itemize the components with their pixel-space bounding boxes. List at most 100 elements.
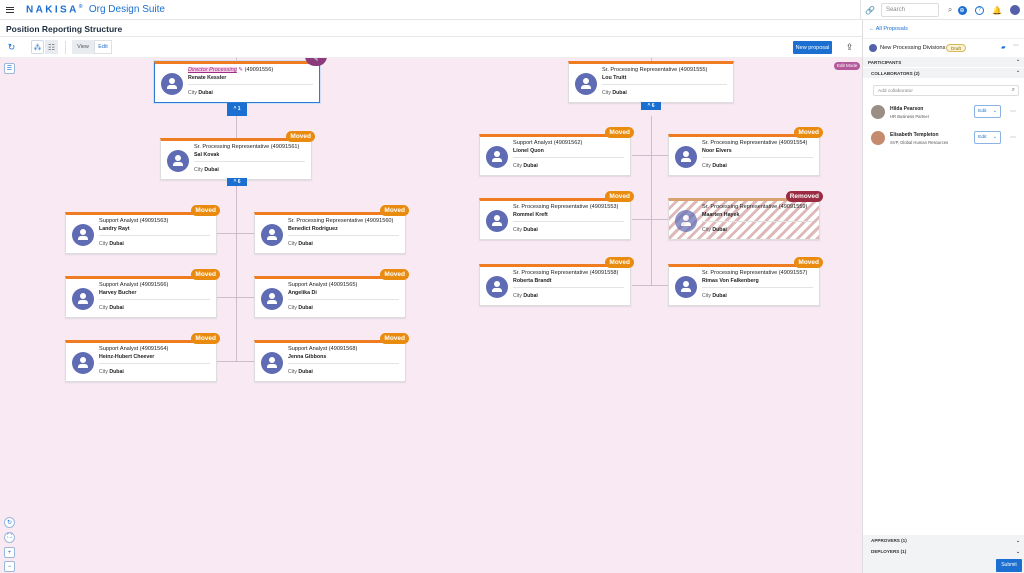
chevron-down-icon: ⌄: [992, 109, 997, 114]
toolbar: ↻ ⁂ ☷ View Edit New proposal ⇪: [0, 37, 862, 58]
position-card[interactable]: Moved Sr. Processing Representative (490…: [160, 131, 315, 180]
back-to-proposals-link[interactable]: ← All Proposals: [869, 26, 908, 32]
fit-to-screen-icon[interactable]: ⛶: [4, 532, 15, 543]
position-card-root[interactable]: Director Processing ✎ (49091556) Renate …: [154, 58, 327, 103]
position-card[interactable]: Moved Support Analyst (49091568)Jenna Gi…: [254, 333, 409, 382]
status-badge: Moved: [605, 257, 634, 268]
employee-name: Renate Kessler: [188, 75, 227, 81]
suite-name: Org Design Suite: [88, 4, 165, 15]
proposal-name: New Processing Divisions: [880, 45, 946, 51]
link-icon[interactable]: 🔗: [865, 5, 875, 15]
status-badge: Moved: [794, 127, 823, 138]
share-export-icon[interactable]: ⇪: [845, 41, 854, 52]
hamburger-menu-icon[interactable]: [6, 6, 14, 13]
reset-view-icon[interactable]: ↻: [4, 517, 15, 528]
chevron-down-icon: ⌄: [992, 135, 997, 140]
position-card[interactable]: Moved Sr. Processing Representative (490…: [479, 257, 634, 306]
status-badge: Moved: [286, 131, 315, 142]
position-card[interactable]: Moved Sr. Processing Representative (490…: [479, 191, 634, 240]
connector-line: [217, 297, 255, 298]
position-card[interactable]: Moved Sr. Processing Representative (490…: [668, 127, 823, 176]
participants-section[interactable]: PARTICIPANTS⌃: [863, 57, 1024, 67]
city-field: City Dubai: [188, 90, 213, 96]
position-card[interactable]: Moved Support Analyst (49091565)Angelika…: [254, 269, 409, 318]
refresh-icon[interactable]: ↻: [7, 42, 16, 52]
search-input[interactable]: Search⌕: [880, 3, 952, 17]
connector-line: [651, 58, 652, 62]
avatar: [161, 73, 183, 95]
expand-children-button[interactable]: ^ 1: [227, 103, 247, 116]
connector-line: [651, 116, 652, 286]
permission-dropdown[interactable]: Edit⌄: [974, 105, 1001, 118]
search-icon[interactable]: ⌕: [947, 5, 953, 14]
avatar: [575, 73, 597, 95]
status-badge: Moved: [605, 191, 634, 202]
more-options-icon[interactable]: ⋯: [1010, 135, 1016, 141]
permission-dropdown[interactable]: Edit⌄: [974, 131, 1001, 144]
avatar: [261, 288, 283, 310]
header-tools: 🔗 Search⌕ ⊕ ? 🔔: [860, 0, 1024, 20]
status-badge: Removed: [785, 191, 823, 202]
position-card[interactable]: Moved Support Analyst (49091563)Landry R…: [65, 205, 220, 254]
user-avatar-icon[interactable]: [1010, 4, 1021, 16]
avatar: [72, 288, 94, 310]
chevron-down-icon: ⌄: [1016, 548, 1020, 554]
edit-marker-icon: ✎: [305, 58, 327, 66]
collaborator-row: Hilda Pearson HR Business Partner Edit⌄ …: [871, 104, 1021, 122]
status-badge: Moved: [380, 269, 409, 280]
bell-icon[interactable]: 🔔: [992, 5, 1003, 15]
expand-children-button[interactable]: ^ 6: [641, 102, 661, 110]
position-card[interactable]: Moved Support Analyst (49091562)Lionel Q…: [479, 127, 634, 176]
position-card[interactable]: Moved Sr. Processing Representative (490…: [668, 257, 823, 306]
avatar: [261, 352, 283, 374]
search-icon: ⌕: [1011, 87, 1015, 93]
avatar: [871, 105, 885, 119]
submit-button[interactable]: Submit: [996, 559, 1022, 572]
connector-line: [632, 219, 668, 220]
chevron-up-icon: ⌃: [1016, 70, 1020, 75]
status-badge: Moved: [794, 257, 823, 268]
org-chart-canvas[interactable]: ☰ Edit Mode Director Processing ✎ (49091…: [0, 58, 862, 573]
add-collaborator-input[interactable]: Add collaborator⌕: [873, 85, 1019, 96]
position-card[interactable]: Moved Sr. Processing Representative (490…: [254, 205, 409, 254]
chevron-down-icon: ⌄: [1016, 537, 1020, 543]
position-card-removed[interactable]: Removed Sr. Processing Representative (4…: [668, 191, 823, 240]
connector-line: [236, 58, 237, 62]
approvers-section[interactable]: APPROVERS (1)⌄: [863, 535, 1024, 546]
new-proposal-button[interactable]: New proposal: [793, 41, 832, 54]
toolbar-divider: [65, 41, 66, 54]
avatar: [675, 276, 697, 298]
help-icon[interactable]: ?: [974, 4, 984, 16]
view-mode-button[interactable]: View: [72, 40, 94, 54]
collaborators-section[interactable]: COLLABORATORS (2)⌃: [863, 68, 1024, 78]
expand-children-button[interactable]: ^ 6: [227, 178, 247, 186]
more-options-icon[interactable]: ⋯: [1013, 43, 1019, 49]
edit-mode-button[interactable]: Edit: [94, 40, 112, 54]
position-title-edited[interactable]: Director Processing: [188, 67, 237, 73]
position-card[interactable]: Moved Support Analyst (49091564)Heinz-Hu…: [65, 333, 220, 382]
matrix-view-icon[interactable]: ☷: [45, 40, 58, 54]
comments-icon[interactable]: ▰: [1001, 45, 1006, 51]
connector-line: [236, 116, 237, 138]
deployers-section[interactable]: DEPLOYERS (1)⌄: [863, 546, 1024, 557]
avatar: [871, 131, 885, 145]
pencil-icon[interactable]: ✎: [238, 67, 244, 73]
status-badge: Draft: [946, 44, 966, 52]
position-card[interactable]: Moved Support Analyst (49091566)Harvey B…: [65, 269, 220, 318]
zoom-in-icon[interactable]: +: [4, 547, 15, 558]
position-card[interactable]: Sr. Processing Representative (49091555)…: [568, 61, 734, 103]
status-badge: Moved: [605, 127, 634, 138]
connector-line: [632, 285, 668, 286]
proposal-icon: [869, 44, 877, 52]
chevron-up-icon: ⌃: [1016, 59, 1020, 64]
brand-logo: NAKISA®: [26, 3, 85, 16]
filter-settings-icon[interactable]: ☰: [4, 63, 15, 74]
zoom-out-icon[interactable]: −: [4, 561, 15, 572]
edit-mode-badge: Edit Mode: [834, 62, 861, 70]
org-chart-view-icon[interactable]: ⁂: [31, 40, 44, 54]
status-badge: Moved: [191, 205, 220, 216]
more-options-icon[interactable]: ⋯: [1010, 109, 1016, 115]
status-badge: Moved: [380, 333, 409, 344]
globe-icon[interactable]: ⊕: [957, 5, 967, 15]
avatar: [675, 146, 697, 168]
